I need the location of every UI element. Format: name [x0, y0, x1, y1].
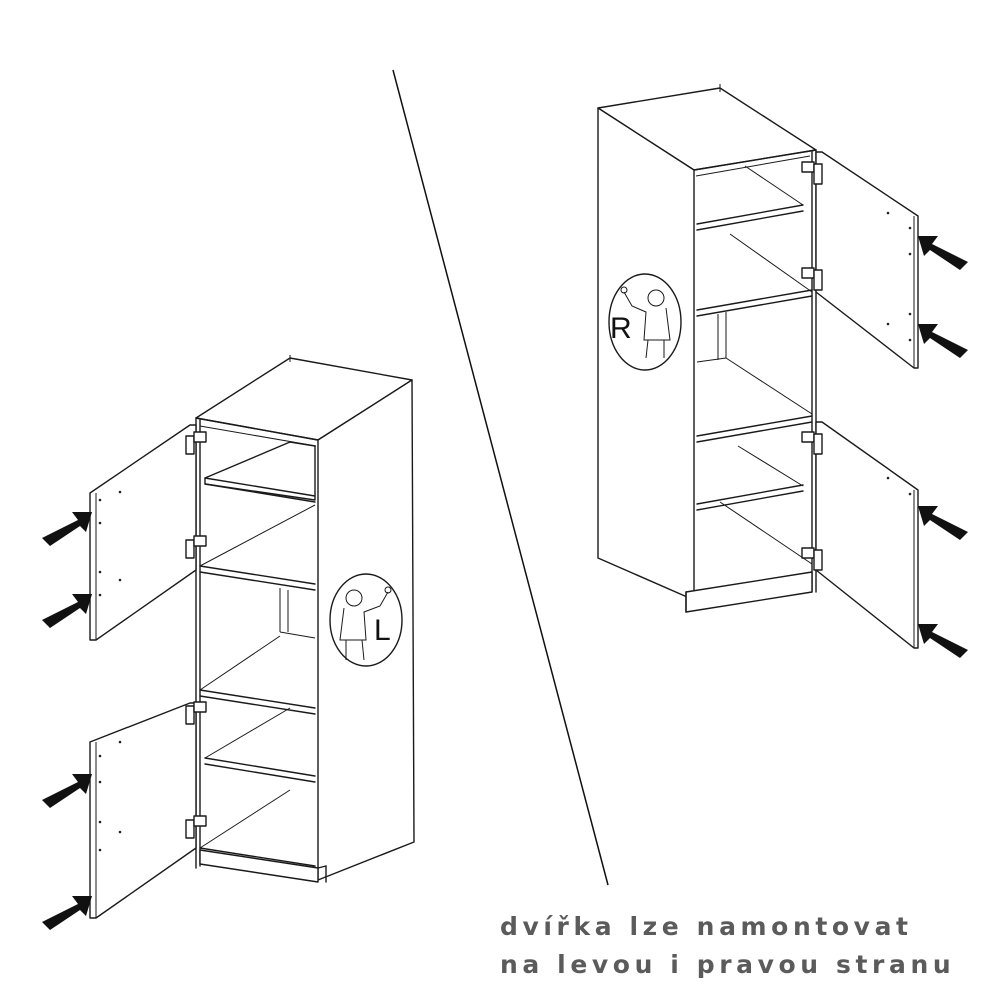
badge-letter: L [374, 614, 391, 647]
arrow-icon [42, 512, 92, 930]
badge-letter: R [610, 312, 632, 345]
installer-figure-icon [339, 586, 392, 661]
upper-door [815, 151, 919, 369]
lower-door [815, 421, 919, 649]
caption-line-2: na levou i pravou stranu [500, 950, 956, 979]
installer-figure-icon [620, 286, 671, 359]
caption: dvířka lze namontovat na levou i pravou … [500, 908, 955, 984]
orientation-badge-right: R [608, 273, 682, 371]
arrow-icon [918, 236, 968, 658]
hinge-icon [801, 161, 823, 571]
caption-line-1: dvířka lze namontovat [500, 912, 913, 941]
hinge-icon [185, 431, 207, 839]
orientation-badge-left: L [329, 573, 403, 667]
right-cabinet: R [597, 84, 968, 658]
lower-door [89, 702, 197, 919]
left-cabinet: L [42, 355, 415, 930]
divider-line [392, 69, 609, 886]
upper-door [89, 424, 197, 641]
